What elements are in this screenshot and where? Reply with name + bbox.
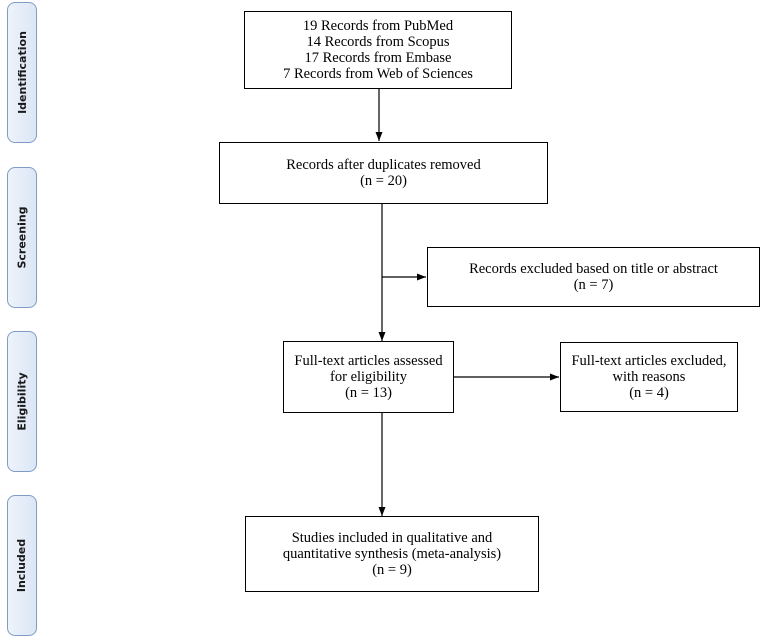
stage-tab-included: Included bbox=[7, 495, 37, 636]
records-pubmed: 19 Records from PubMed bbox=[302, 18, 454, 34]
excluded-title-abstract-box: Records excluded based on title or abstr… bbox=[427, 247, 760, 307]
full-text-assessed-box: Full-text articles assessed for eligibil… bbox=[283, 341, 454, 413]
records-scopus: 14 Records from Scopus bbox=[306, 34, 450, 50]
full-text-excluded-box: Full-text articles excluded, with reason… bbox=[560, 342, 738, 412]
duplicates-removed-box: Records after duplicates removed (n = 20… bbox=[219, 142, 548, 204]
stage-tab-screening: Screening bbox=[7, 167, 37, 308]
full-text-excluded-line1: Full-text articles excluded, bbox=[571, 353, 727, 369]
full-text-excluded-line2: with reasons bbox=[612, 369, 686, 385]
records-embase: 17 Records from Embase bbox=[304, 50, 452, 66]
identification-records-box: 19 Records from PubMed 14 Records from S… bbox=[244, 11, 512, 89]
duplicates-removed-count: (n = 20) bbox=[360, 173, 407, 189]
full-text-assessed-line1: Full-text articles assessed bbox=[294, 353, 443, 369]
stage-tab-eligibility: Eligibility bbox=[7, 331, 37, 472]
excluded-title-abstract-count: (n = 7) bbox=[573, 277, 614, 293]
studies-included-line2: quantitative synthesis (meta-analysis) bbox=[282, 546, 502, 562]
records-web-of-sciences: 7 Records from Web of Sciences bbox=[283, 66, 473, 82]
full-text-excluded-count: (n = 4) bbox=[629, 385, 669, 401]
excluded-title-abstract-label: Records excluded based on title or abstr… bbox=[469, 261, 718, 277]
full-text-assessed-count: (n = 13) bbox=[345, 385, 392, 401]
full-text-assessed-line2: for eligibility bbox=[330, 369, 407, 385]
studies-included-box: Studies included in qualitative and quan… bbox=[245, 516, 539, 592]
studies-included-line1: Studies included in qualitative and bbox=[291, 530, 493, 546]
stage-tab-identification: Identification bbox=[7, 2, 37, 143]
studies-included-count: (n = 9) bbox=[372, 562, 412, 578]
duplicates-removed-label: Records after duplicates removed bbox=[286, 157, 481, 173]
